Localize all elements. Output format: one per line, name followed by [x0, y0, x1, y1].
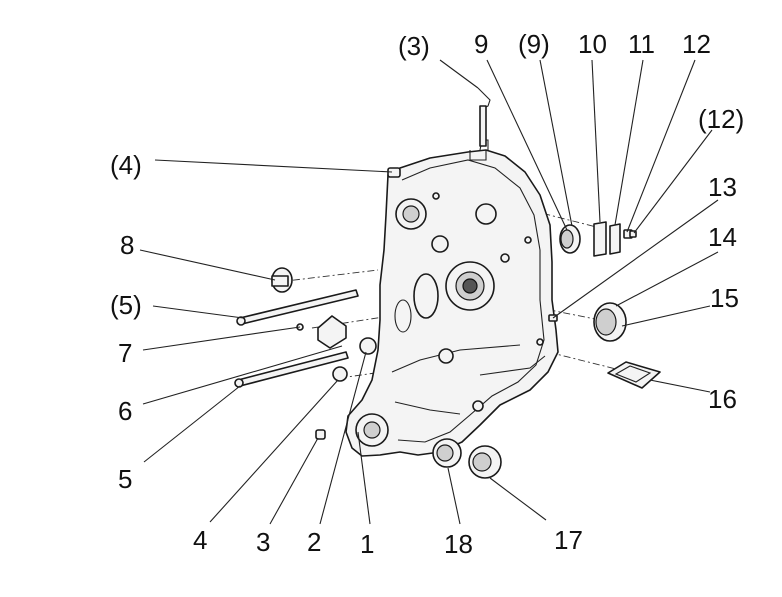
- callout-1: 1: [360, 529, 374, 559]
- callout-6: 6: [118, 396, 132, 426]
- part-bolt-5p: [236, 289, 359, 326]
- callout-13: 13: [708, 172, 737, 202]
- callout-9: 9: [474, 29, 488, 59]
- part-dowel-3: [315, 429, 326, 440]
- callout-10: 10: [578, 29, 607, 59]
- part-bush-8: [271, 267, 293, 293]
- part-cover-16: [607, 361, 661, 389]
- callout-4-paren: (4): [110, 150, 142, 180]
- callout-5: 5: [118, 464, 132, 494]
- callout-15: 15: [710, 283, 739, 313]
- part-seal-18: [432, 438, 462, 468]
- callout-18: 18: [444, 529, 473, 559]
- callout-7: 7: [118, 338, 132, 368]
- callout-4: 4: [193, 525, 207, 555]
- part-bearing-17: [468, 445, 502, 479]
- callout-3-paren: (3): [398, 31, 430, 61]
- callout-12-paren: (12): [698, 104, 744, 134]
- leader-lines: [139, 59, 719, 525]
- callout-labels: (3) 9 (9) 10 11 12 (12) (4) 13 14 8 15 (…: [110, 29, 744, 559]
- part-seal-14-15: [593, 302, 627, 342]
- part-dowel-top: [477, 87, 491, 147]
- part-plate-10: [593, 221, 607, 257]
- callout-5-paren: (5): [110, 290, 142, 320]
- part-screw-12: [623, 229, 637, 239]
- part-gasket-7: [296, 315, 347, 349]
- part-plate-11: [609, 223, 621, 255]
- part-bearing-9: [559, 224, 581, 254]
- callout-17: 17: [554, 525, 583, 555]
- callout-2: 2: [307, 527, 321, 557]
- part-bolt-5: [234, 351, 349, 388]
- part-screw-4p: [387, 167, 401, 178]
- callout-11: 11: [628, 29, 655, 59]
- callout-9-paren: (9): [518, 29, 550, 59]
- callout-14: 14: [708, 222, 737, 252]
- callout-16: 16: [708, 384, 737, 414]
- callout-12: 12: [682, 29, 711, 59]
- part-dowel-2: [359, 337, 377, 355]
- callout-3: 3: [256, 527, 270, 557]
- crankcase-half: [345, 139, 559, 457]
- callout-8: 8: [120, 230, 134, 260]
- part-dowel-4: [332, 366, 348, 382]
